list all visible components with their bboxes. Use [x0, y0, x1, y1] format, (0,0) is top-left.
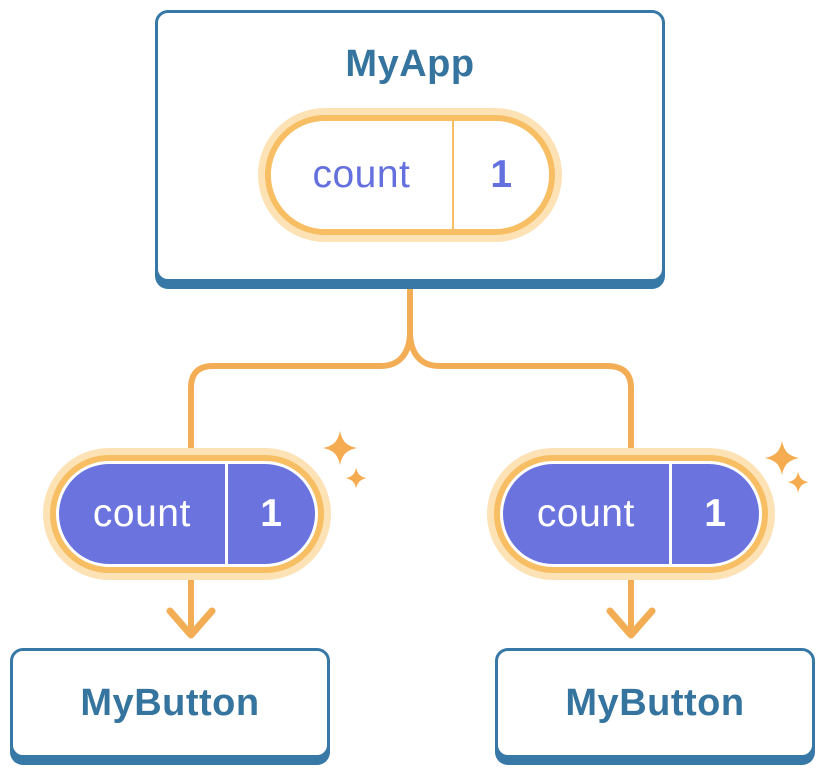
- connector-left: [188, 285, 413, 634]
- pill-ring: count 1: [50, 455, 324, 573]
- sparkle-icon: [765, 441, 799, 475]
- component-title: MyButton: [80, 681, 260, 724]
- state-name: count: [536, 492, 635, 535]
- pill-divider: [224, 464, 228, 564]
- state-name: count: [92, 492, 191, 535]
- root-state-pill: count 1: [258, 108, 562, 242]
- sparkle-icon: [345, 467, 367, 489]
- pill-body: count 1: [503, 464, 759, 564]
- arrow-down-icon: [606, 607, 656, 639]
- left-child-state-pill: count 1: [43, 448, 331, 580]
- arrow-down-icon: [166, 607, 216, 639]
- state-name: count: [312, 153, 411, 196]
- pill-ring: count 1: [494, 455, 768, 573]
- mybutton-card-right: MyButton: [495, 648, 815, 758]
- sparkle-icon: [787, 471, 809, 493]
- pill-divider: [668, 464, 672, 564]
- component-title: MyButton: [565, 681, 745, 724]
- right-child-state-pill: count 1: [487, 448, 775, 580]
- mybutton-card-left: MyButton: [10, 648, 330, 758]
- pill-ring: count 1: [265, 115, 555, 235]
- state-value: 1: [490, 153, 513, 196]
- sparkle-icon: [323, 431, 357, 465]
- pill-body: count 1: [59, 464, 315, 564]
- component-title: MyApp: [345, 43, 475, 85]
- state-value: 1: [704, 492, 727, 535]
- connector-right: [407, 285, 634, 634]
- pill-body: count 1: [271, 121, 549, 229]
- pill-divider: [451, 121, 454, 229]
- state-value: 1: [260, 492, 283, 535]
